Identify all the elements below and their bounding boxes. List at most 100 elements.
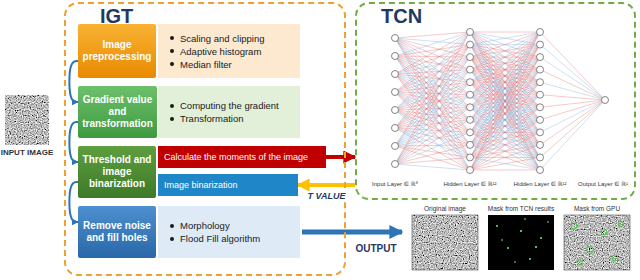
- bullet-dot: [170, 117, 174, 121]
- network-link: [395, 32, 470, 164]
- flow-arrow: [298, 183, 355, 187]
- step-list: Scaling and clippingAdaptive histogramMe…: [158, 24, 300, 78]
- bullet-item: Morphology: [170, 220, 294, 231]
- network-link: [395, 57, 470, 164]
- process-text: Image preprocessing: [82, 39, 152, 63]
- network-neuron: [537, 66, 544, 73]
- bullet-dot: [170, 224, 174, 228]
- bullet-dot: [170, 62, 174, 66]
- flow-arrow: [69, 61, 78, 102]
- bullet-text: Transformation: [180, 113, 244, 124]
- layer-label: Input Layer ∈ ℝ⁸: [372, 180, 418, 188]
- network-link: [470, 32, 540, 82]
- network-link: [395, 95, 470, 146]
- network-neuron: [537, 167, 544, 174]
- network-neuron: [467, 29, 474, 36]
- network-neuron: [392, 107, 399, 114]
- network-neuron: [467, 129, 474, 136]
- network-link: [395, 145, 470, 164]
- step-bar: Calculate the moments of the image: [158, 146, 326, 168]
- flow-arrow: [69, 122, 78, 162]
- layer-label: Output Layer ∈ ℝ¹: [578, 180, 628, 188]
- layer-label: Hidden Layer ∈ ℝ¹²: [444, 180, 497, 188]
- network-link: [470, 32, 540, 132]
- network-link: [395, 32, 470, 38]
- flow-arrow: [69, 182, 78, 222]
- bullet-item: Flood Fill algorithm: [170, 233, 294, 244]
- network-neuron: [392, 89, 399, 96]
- process-box: Gradient value and transformation: [78, 86, 157, 138]
- bar-text: Calculate the moments of the image: [164, 152, 308, 162]
- step-bar: Image binarization: [158, 174, 298, 196]
- network-link: [395, 45, 470, 110]
- network-link: [470, 82, 540, 170]
- network-link: [470, 170, 540, 171]
- network-neuron: [537, 141, 544, 148]
- network-link: [395, 38, 470, 170]
- network-link: [540, 100, 605, 132]
- step-list: Computing the gradientTransformation: [158, 86, 300, 138]
- network-link: [395, 32, 470, 128]
- network-neuron: [537, 79, 544, 86]
- network-neuron: [537, 91, 544, 98]
- network-link: [395, 57, 470, 128]
- network-link: [395, 82, 470, 164]
- process-box: Image preprocessing: [78, 24, 156, 78]
- network-neuron: [537, 104, 544, 111]
- bullet-item: Computing the gradient: [170, 100, 294, 111]
- network-link: [470, 32, 540, 82]
- network-link: [470, 145, 540, 170]
- network-link: [470, 32, 540, 45]
- network-link: [470, 120, 540, 170]
- network-link: [540, 45, 605, 100]
- network-link: [395, 57, 470, 146]
- bullet-dot: [170, 49, 174, 53]
- network-link: [540, 100, 605, 120]
- bullet-text: Scaling and clipping: [180, 33, 265, 44]
- network-link: [395, 45, 470, 146]
- image-title: Mask from GPU: [574, 205, 620, 213]
- network-neuron: [392, 71, 399, 78]
- bullet-dot: [170, 36, 174, 40]
- network-link: [395, 32, 470, 146]
- neural-network: [392, 29, 609, 174]
- network-link: [540, 32, 605, 100]
- network-neuron: [537, 116, 544, 123]
- mask-dots: [496, 218, 549, 263]
- bullet-text: Median filter: [180, 59, 232, 70]
- image-title: Mask from TCN results: [488, 205, 554, 213]
- network-neuron: [467, 54, 474, 61]
- network-neuron: [392, 161, 399, 168]
- network-link: [470, 45, 540, 170]
- network-link: [395, 164, 470, 170]
- image-title: Original image: [424, 205, 466, 213]
- bullet-item: Scaling and clipping: [170, 33, 294, 44]
- network-link: [395, 45, 470, 164]
- network-link: [470, 132, 540, 170]
- network-link: [470, 32, 540, 170]
- network-neuron: [537, 54, 544, 61]
- network-link: [540, 100, 605, 157]
- network-link: [395, 70, 470, 164]
- step-list: MorphologyFlood Fill algorithm: [158, 206, 300, 258]
- network-link: [395, 82, 470, 146]
- network-neuron: [537, 29, 544, 36]
- network-link: [540, 57, 605, 100]
- network-link: [395, 70, 470, 146]
- network-link: [470, 32, 540, 145]
- network-link: [470, 32, 540, 107]
- overlay-image: [564, 215, 630, 270]
- network-neuron: [392, 125, 399, 132]
- network-link: [470, 32, 540, 120]
- network-neuron: [467, 66, 474, 73]
- edge-label: T VALUE: [306, 191, 348, 202]
- network-neuron: [392, 35, 399, 42]
- network-link: [470, 32, 540, 170]
- network-link: [470, 32, 540, 120]
- network-neuron: [537, 41, 544, 48]
- input-image: [5, 95, 49, 145]
- network-link: [470, 95, 540, 170]
- network-link: [470, 57, 540, 170]
- output-image: [412, 215, 478, 270]
